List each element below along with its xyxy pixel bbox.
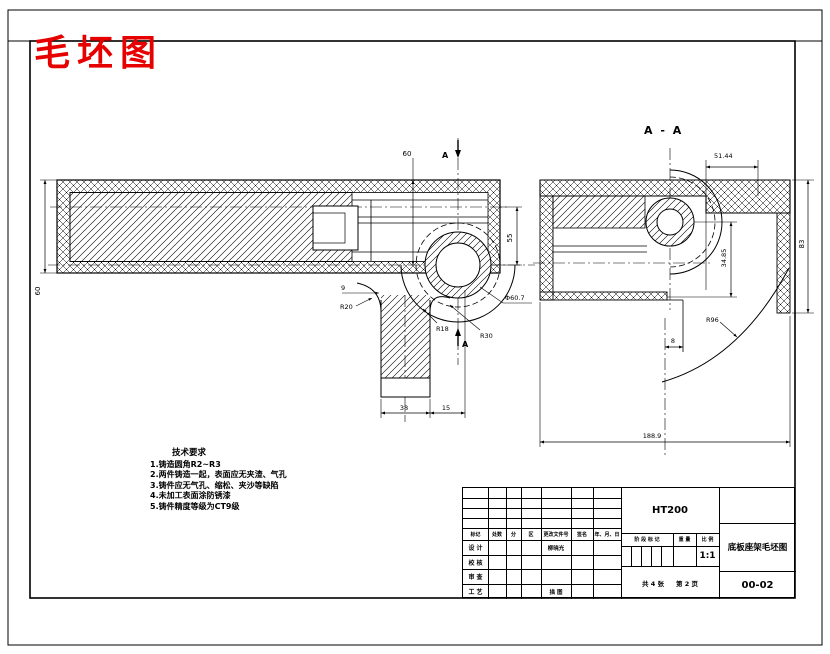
tech-item: 1.铸造圆角R2~R3: [150, 459, 221, 469]
left-view: [48, 138, 535, 422]
tb-row-design-label: 设 计: [468, 545, 483, 552]
dim-lv-offset: 55: [506, 234, 514, 243]
tech-item: 2.两件铸造一起，表面应无夹渣、气孔: [150, 470, 287, 479]
tech-item: 4.未加工表面涂防锈漆: [150, 491, 231, 500]
dim-rv-step: 8: [671, 337, 675, 345]
section-cut-label-bottom: A: [462, 340, 469, 349]
tb-row-process-label: 工 艺: [468, 589, 483, 596]
dim-lv-bore: Φ60.7: [505, 294, 525, 302]
dim-lv-r18: R18: [436, 325, 449, 333]
tb-header-mark: 标记: [470, 531, 481, 538]
right-view-dimensions: 51.44 83 34.85 R96 8 188.9: [539, 152, 814, 447]
section-title: A - A: [644, 124, 683, 137]
tb-scale-value: 1:1: [699, 551, 716, 561]
tb-header-date: 年、月、日: [594, 531, 620, 538]
tb-header-doc-no: 更改文件号: [543, 531, 569, 538]
dim-rv-width: 188.9: [643, 432, 662, 440]
title-block: 标记 处数 分 区 更改文件号 签名 年、月、日 设 计 柳晓光 校 核 审 查…: [462, 487, 796, 599]
tech-item: 3.铸件应无气孔、缩松、夹沙等缺陷: [150, 480, 279, 490]
tech-heading: 技术要求: [172, 448, 207, 458]
dim-lv-leg-w: 38: [400, 404, 408, 412]
tb-stage-label: 阶 段 标 记: [634, 537, 660, 543]
tb-header-count: 处数: [491, 531, 502, 538]
dim-rv-arc: R96: [706, 316, 719, 324]
tb-material: HT200: [651, 505, 689, 516]
tb-row-check-label: 校 核: [468, 559, 483, 567]
tb-row-process-value: 描 图: [549, 589, 563, 596]
tb-sheet-page: 第 2 页: [676, 579, 699, 588]
tb-header-qu: 区: [528, 531, 534, 538]
dim-lv-r20: R20: [340, 303, 353, 311]
page-title: 毛坯图: [34, 32, 164, 74]
dim-lv-height: 60: [34, 287, 42, 296]
dim-lv-top: 60: [403, 150, 412, 158]
dim-lv-leg-off: 15: [442, 404, 450, 412]
dim-rv-top: 51.44: [714, 152, 733, 160]
tb-weight-label: 重 量: [678, 537, 691, 543]
tb-row-review-label: 审 查: [468, 574, 483, 581]
tb-sheet-total: 共 4 张: [641, 579, 664, 588]
tb-header-fen: 分: [510, 531, 516, 538]
tb-scale-label: 比 例: [701, 537, 714, 543]
section-cut-label-top: A: [442, 151, 449, 160]
tb-sheet-info: 共 4 张 第 2 页: [621, 566, 719, 599]
technical-requirements: 技术要求 1.铸造圆角R2~R3 2.两件铸造一起，表面应无夹渣、气孔 3.铸件…: [150, 448, 390, 512]
tb-header-sign: 签名: [576, 531, 587, 538]
right-view: A - A: [533, 124, 791, 458]
tb-drawing-no: 00-02: [741, 579, 774, 591]
section-cut-marks: A A: [442, 140, 469, 349]
dim-lv-step: 9: [341, 284, 345, 292]
dim-lv-r30: R30: [480, 332, 493, 340]
tech-item: 5.铸件精度等级为CT9级: [150, 501, 240, 511]
dim-rv-depth: 34.85: [720, 249, 728, 268]
tb-drawing-title: 底板座架毛坯图: [727, 543, 788, 553]
left-view-dimensions: 60 60 55 Φ60.7 R18 R30 R20 9 38 15: [34, 150, 532, 418]
tb-row-design-value: 柳晓光: [547, 545, 565, 552]
dim-rv-height: 83: [798, 240, 806, 249]
sheet-border: [7, 9, 823, 646]
